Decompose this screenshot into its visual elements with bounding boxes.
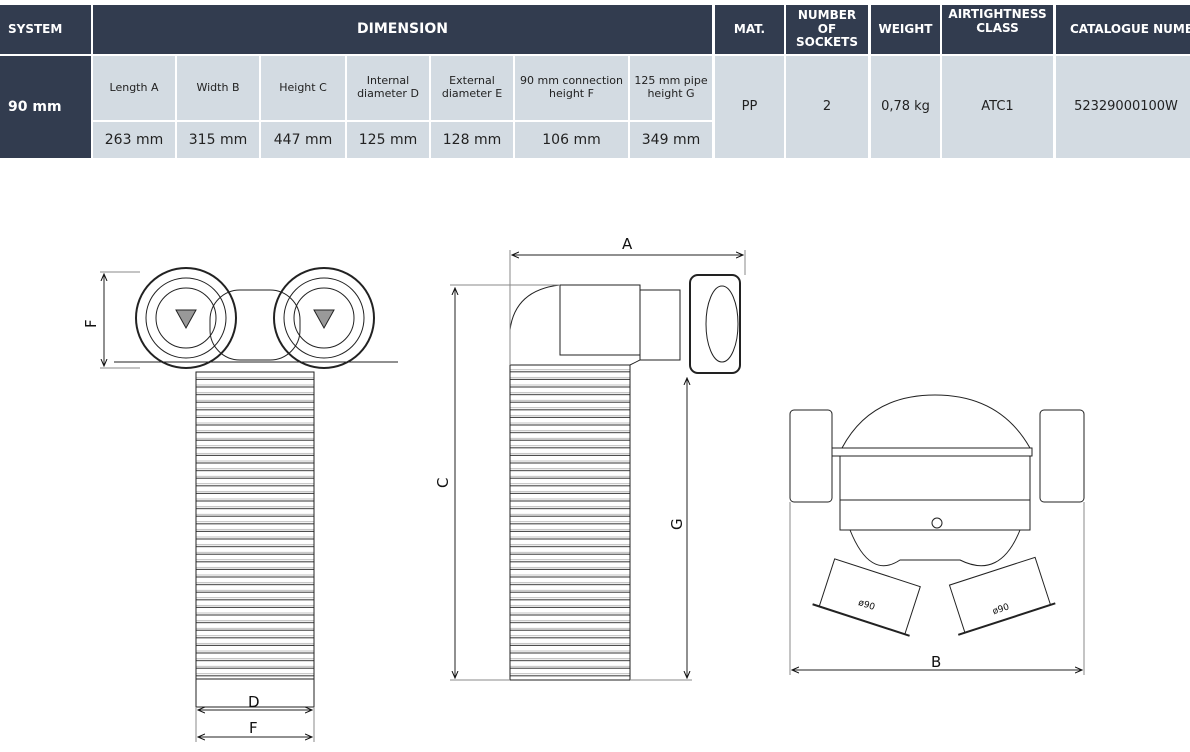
weight-value: 0,78 kg bbox=[871, 56, 940, 158]
dimension-value: 349 mm bbox=[630, 122, 712, 158]
dimension-label: Internal diameter D bbox=[347, 56, 429, 120]
label-c: C bbox=[434, 478, 452, 488]
dimension-label: Height C bbox=[261, 56, 345, 120]
label-d: D bbox=[248, 693, 260, 711]
dimension-value: 263 mm bbox=[93, 122, 175, 158]
header-dimension: DIMENSION bbox=[93, 5, 712, 54]
header-system: SYSTEM bbox=[0, 5, 91, 54]
dimension-label: 125 mm pipe height G bbox=[630, 56, 712, 120]
label-g: G bbox=[668, 518, 686, 530]
socket-marking-right: ø90 bbox=[991, 602, 1010, 617]
label-f-front: F bbox=[82, 319, 100, 328]
label-a: A bbox=[622, 235, 633, 253]
front-view bbox=[100, 267, 398, 742]
header-sockets: NUMBER OF SOCKETS bbox=[786, 5, 868, 54]
dimension-value: 315 mm bbox=[177, 122, 259, 158]
header-mat: MAT. bbox=[715, 5, 784, 54]
dimension-label: External diameter E bbox=[431, 56, 513, 120]
side-view bbox=[450, 250, 746, 681]
sockets-value: 2 bbox=[786, 56, 868, 158]
dimension-value: 447 mm bbox=[261, 122, 345, 158]
label-b: B bbox=[931, 653, 941, 671]
dimension-value: 106 mm bbox=[515, 122, 628, 158]
socket-left bbox=[135, 267, 237, 369]
top-view bbox=[789, 394, 1085, 675]
socket-marking-left: ø90 bbox=[857, 598, 876, 613]
header-catalogue: CATALOGUE NUMBER bbox=[1056, 5, 1190, 54]
dimension-label: Width B bbox=[177, 56, 259, 120]
dimension-value: 128 mm bbox=[431, 122, 513, 158]
dimension-label: Length A bbox=[93, 56, 175, 120]
catalogue-value: 52329000100W bbox=[1056, 56, 1190, 158]
mat-value: PP bbox=[715, 56, 784, 158]
header-weight: WEIGHT bbox=[871, 5, 940, 54]
socket-right bbox=[273, 267, 375, 369]
dimension-label: 90 mm connection height F bbox=[515, 56, 628, 120]
header-airtightness: AIRTIGHTNESS CLASS bbox=[942, 5, 1053, 54]
system-value: 90 mm bbox=[0, 56, 91, 158]
label-f: F bbox=[249, 719, 258, 737]
dimension-value: 125 mm bbox=[347, 122, 429, 158]
airtightness-value: ATC1 bbox=[942, 56, 1053, 158]
